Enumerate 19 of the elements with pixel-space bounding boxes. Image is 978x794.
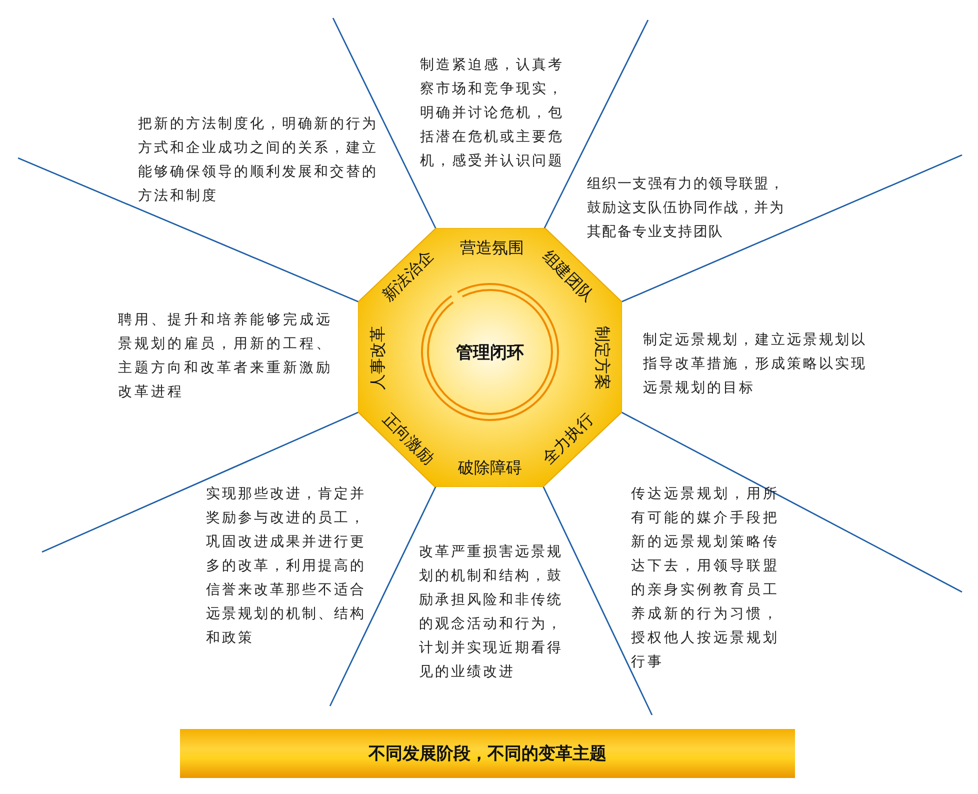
description-text: 制造紧迫感，认真考察市场和竞争现实，明确并讨论危机，包括潜在危机或主要危机，感受并认识问题: [420, 56, 565, 171]
ring-label: 管理闭环: [456, 342, 524, 364]
description-text: 制定远景规划，建立远景规划以指导改革措施，形成策略以实现远景规划的目标: [643, 331, 868, 398]
description-text: 聘用、提升和培养能够完成远景规划的雇员，用新的工程、主题方向和改革者来重新激励改革进程: [118, 311, 334, 402]
stage-label: 营造氛围: [460, 239, 524, 257]
stage-label: 正向激励: [379, 410, 437, 468]
stage-label: 新法治企: [379, 247, 437, 305]
description-text: 把新的方法制度化，明确新的行为方式和企业成功之间的关系，建立能够确保领导的顺利发展和交替的方法和制度: [138, 115, 379, 206]
stage-label: 全力执行: [539, 410, 597, 468]
stage-label: 破除障碍: [458, 459, 522, 477]
description-text: 传达远景规划，用所有可能的媒介手段把新的远景规划策略传达下去，用领导联盟的亲身实例教育员工养成新的行为习惯，授权他人按远景规划行事: [631, 485, 780, 672]
description-text: 改革严重损害远景规划的机制和结构，鼓励承担风险和非传统的观念活动和行为，计划并实现近期看得见的业绩改进: [419, 543, 564, 682]
loop-ring: [420, 282, 560, 422]
stage-label: 人事改革: [369, 326, 387, 390]
stage-label: 组建团队: [539, 247, 597, 305]
banner: 不同发展阶段，不同的变革主题: [180, 729, 795, 778]
stage-label: 制定方案: [593, 326, 611, 390]
description-text: 实现那些改进，肯定并奖励参与改进的员工，巩固改进成果并进行更多的改革，利用提高的信誉来改革那些不适合远景规划的机制、结构和政策: [206, 485, 367, 648]
description-text: 组织一支强有力的领导联盟，鼓励这支队伍协同作战，并为其配备专业支持团队: [587, 175, 786, 242]
